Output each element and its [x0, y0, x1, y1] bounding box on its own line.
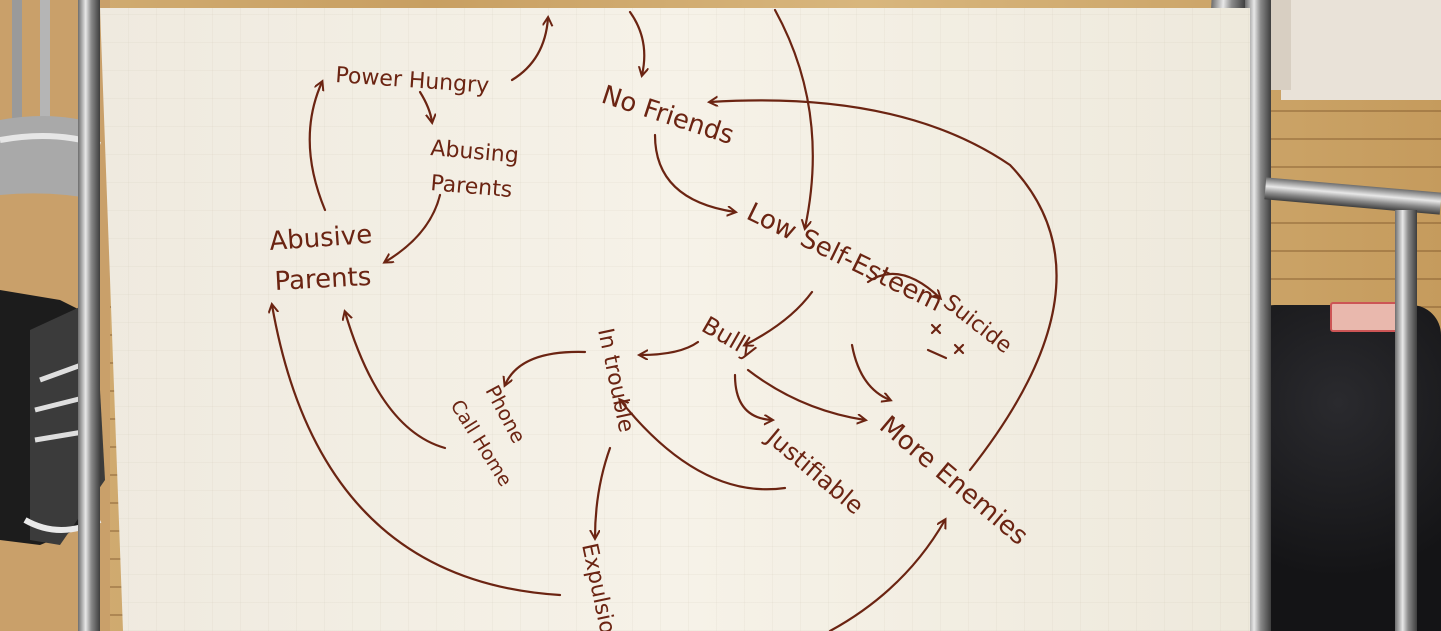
arrow-bully-to-justifiable	[733, 373, 772, 420]
label-abusing-line1: Abusing	[429, 136, 519, 169]
label-no-friends: No Friends	[598, 80, 738, 151]
arrow-bully-to-more-enemies	[746, 368, 865, 420]
arrow-trouble-to-expulsion	[595, 446, 612, 538]
arrow-hungry-to-abusing	[418, 90, 432, 122]
arrow-top-to-low-self-esteem	[773, 8, 814, 228]
arrow-low-to-bully	[745, 290, 814, 345]
arrow-hungry-to-top	[510, 18, 548, 82]
label-suicide: Suicide	[938, 290, 1016, 359]
arrow-bottom-to-enemies	[828, 520, 945, 631]
arrow-no-friends-to-low	[653, 133, 735, 212]
arrow-top-to-no-friends	[628, 10, 644, 75]
backpack-patch	[1330, 302, 1404, 332]
label-abusive-line2: Parents	[274, 262, 372, 297]
arrow-low-to-more-enemies	[850, 343, 890, 400]
label-bully: Bully	[697, 311, 762, 365]
label-more-enemies: More Enemies	[874, 410, 1034, 551]
label-abusive-line1: Abusive	[268, 220, 373, 257]
arrow-enemies-to-no-friends	[710, 100, 1058, 472]
easel-leg-left	[78, 0, 100, 631]
arrow-justifiable-to-trouble	[620, 400, 787, 491]
label-low-self-esteem: Low Self-Esteem	[742, 197, 947, 318]
arrow-bully-to-in-trouble	[640, 340, 700, 355]
label-power-hungry: Power Hungry	[335, 63, 490, 99]
label-justifiable: Justifiable	[760, 422, 869, 520]
arrow-trouble-to-phone	[505, 350, 587, 385]
suicide-x-eyes	[926, 323, 965, 360]
label-abusing-line2: Parents	[429, 171, 513, 203]
flip-chart-paper	[100, 8, 1250, 631]
background-wall	[1281, 0, 1441, 100]
arrow-abusive-to-power	[308, 82, 327, 212]
label-in-trouble: In trouble	[592, 326, 638, 435]
arrow-phone-to-abusive	[345, 312, 447, 450]
arrow-abusing-to-abusive	[385, 193, 442, 262]
easel-leg-far-right	[1395, 210, 1417, 631]
label-expulsion: Expulsion	[576, 541, 622, 631]
arrow-low-to-suicide	[866, 272, 940, 298]
arrow-expulsion-to-abusive	[272, 305, 562, 597]
